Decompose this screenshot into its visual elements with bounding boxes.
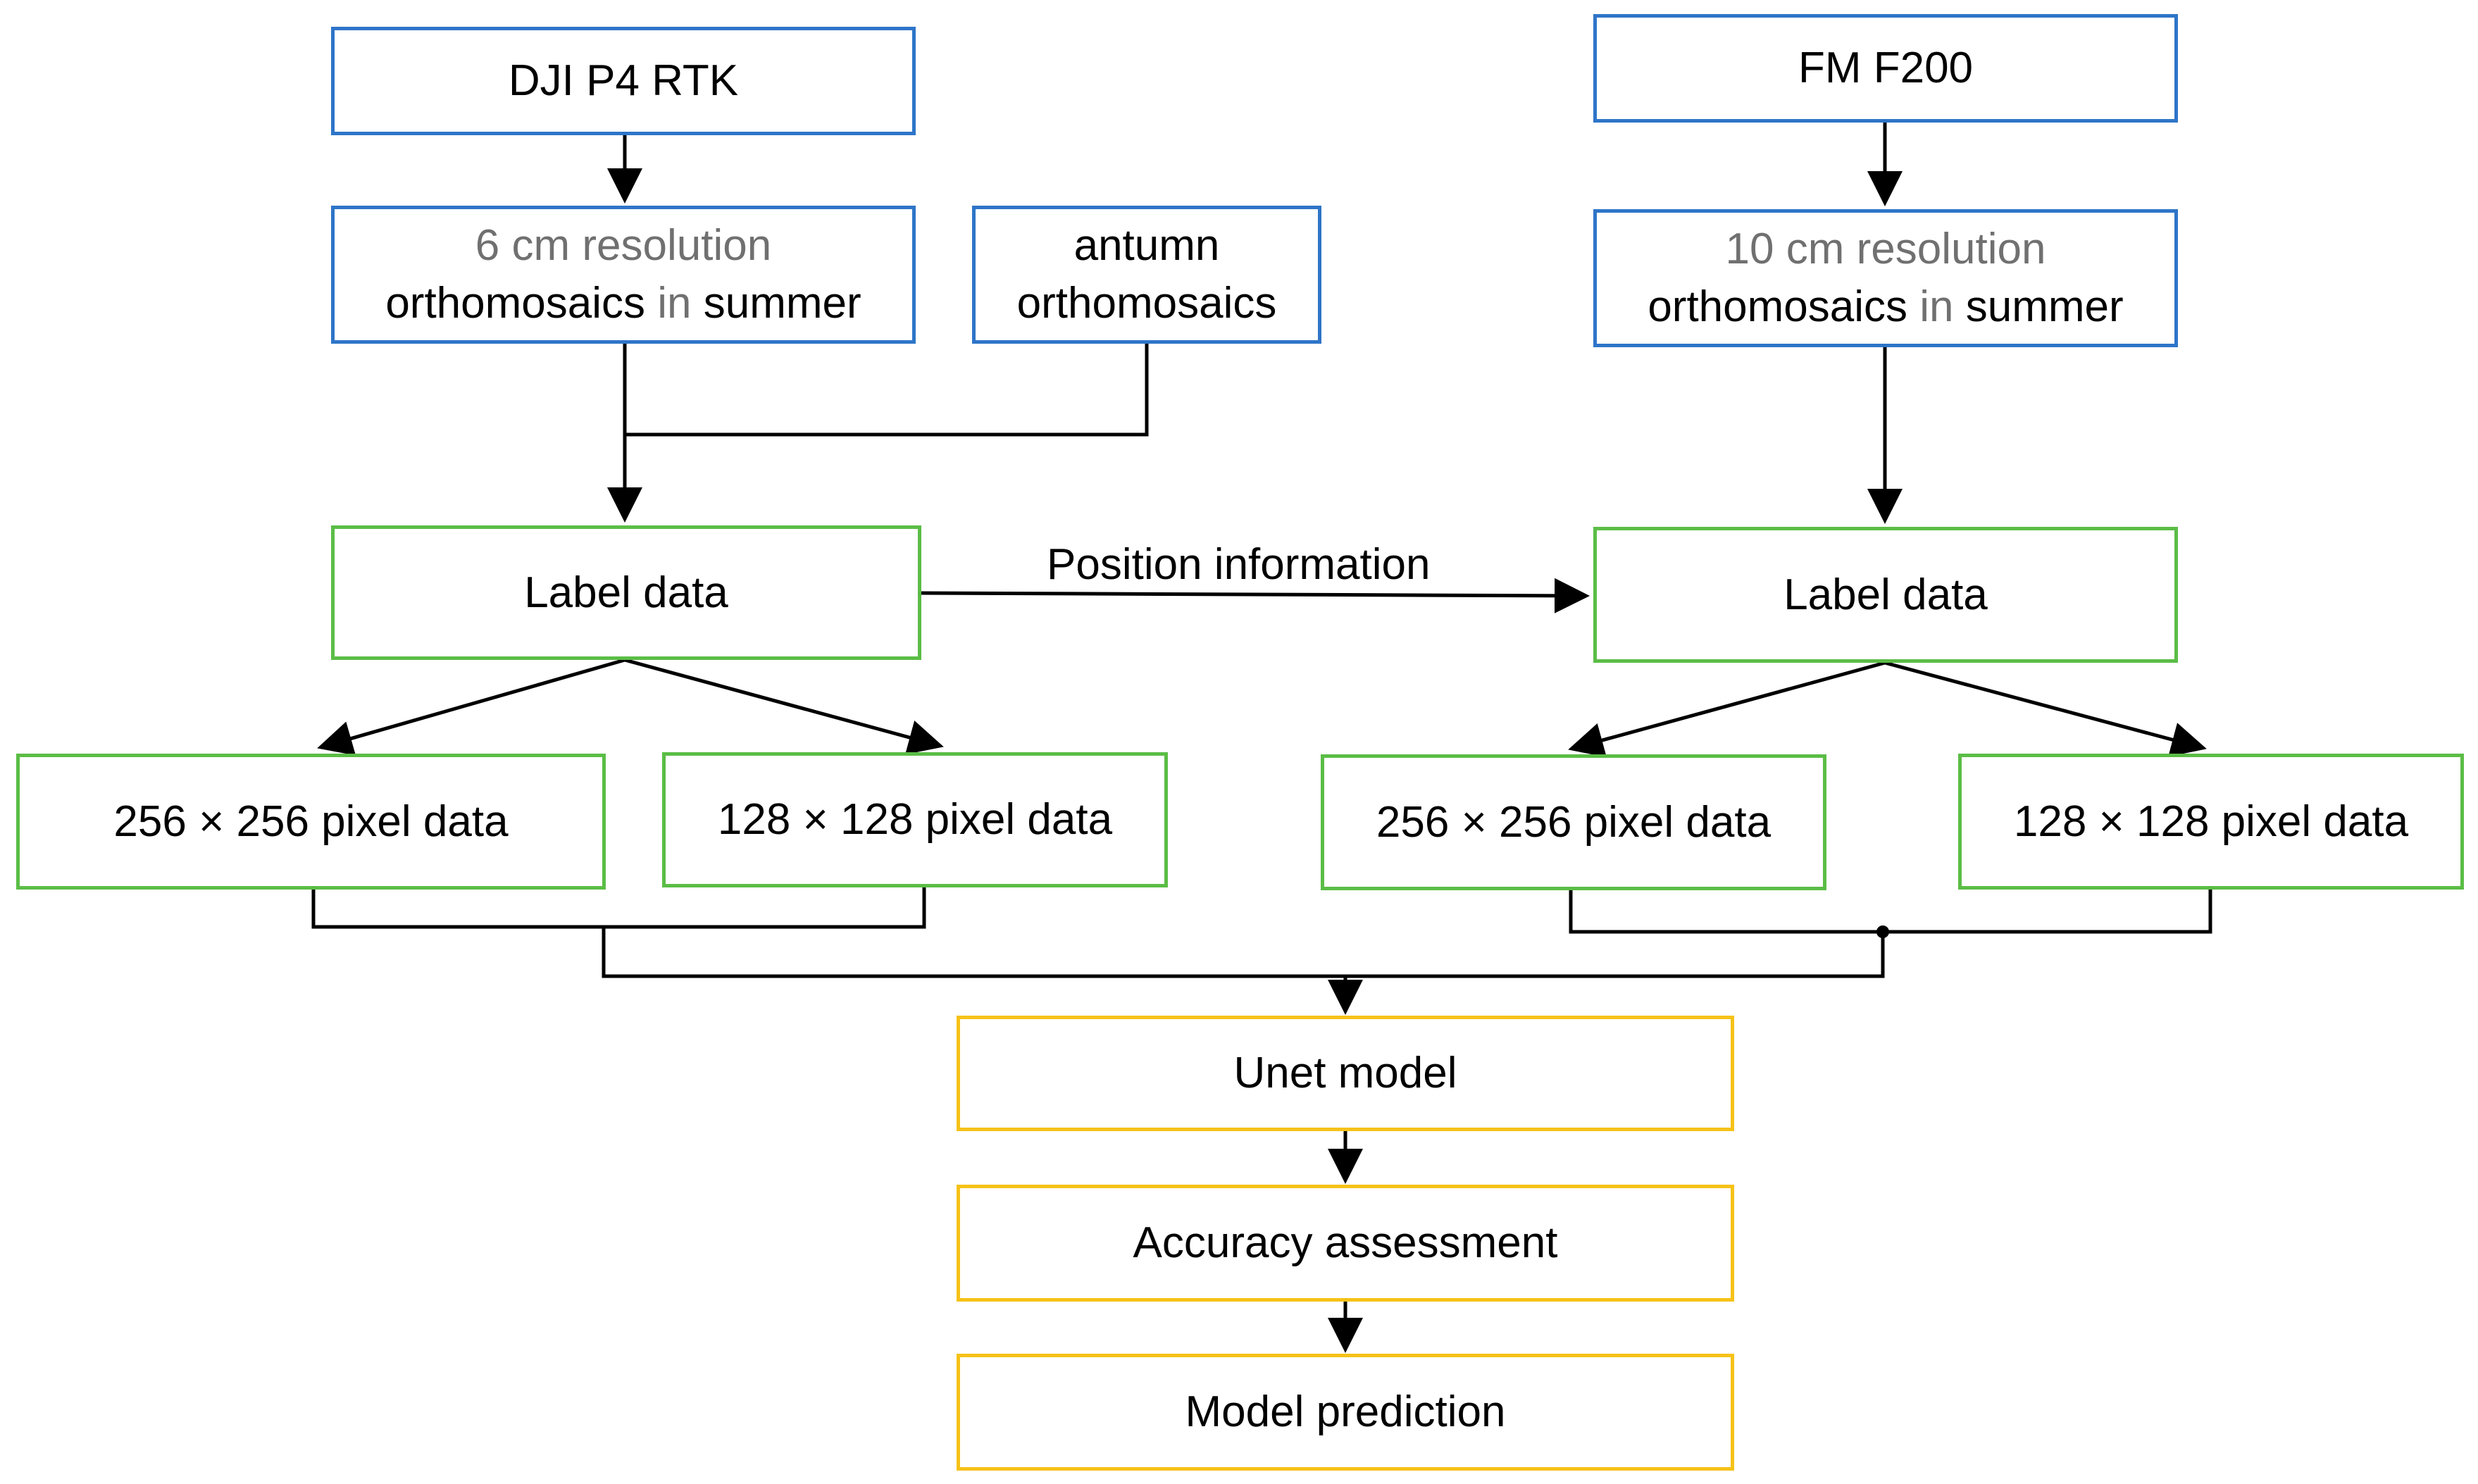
node-256-pixel-right: 256 × 256 pixel data [1321,754,1826,890]
node-6cm-resolution-word-summer: summer [703,279,861,328]
connector-left-pixel-merge [311,887,926,929]
node-label-data-left: Label data [331,525,921,660]
node-256-pixel-right-label: 256 × 256 pixel data [1376,797,1772,847]
node-6cm-resolution: 6 cm resolution orthomosaics in summer [331,206,916,344]
arrow-label-left-to-128 [624,658,944,755]
node-autumn-orthomosaics: antumn orthomosaics [972,206,1321,344]
arrow-label-right-to-256 [1568,661,1886,758]
node-autumn-line1: antumn [1073,221,1220,270]
node-10cm-resolution-line2: orthomosaics in summer [1648,278,2123,336]
node-128-pixel-right-label: 128 × 128 pixel data [2013,797,2409,846]
node-6cm-resolution-word-orthomosaics: orthomosaics [385,279,646,328]
connector-right-pixel-merge [1569,890,2212,934]
node-10cm-resolution-word-in: in [1919,282,1954,331]
node-6cm-resolution-line1: 6 cm resolution [475,221,772,270]
node-dji-p4-rtk-label: DJI P4 RTK [508,56,739,105]
arrow-position-information [921,578,1590,613]
arrow-label-left-to-256 [317,658,625,756]
node-label-data-right-label: Label data [1783,570,1988,619]
node-10cm-resolution-word-orthomosaics: orthomosaics [1648,282,1908,331]
node-model-prediction-label: Model prediction [1185,1388,1506,1436]
node-10cm-resolution-line1: 10 cm resolution [1725,225,2046,273]
node-unet-model: Unet model [957,1016,1734,1131]
node-10cm-resolution: 10 cm resolution orthomosaics in summer [1593,209,2178,347]
node-accuracy-assessment-label: Accuracy assessment [1133,1218,1558,1267]
node-128-pixel-left: 128 × 128 pixel data [662,752,1168,887]
node-fm-f200: FM F200 [1593,14,2178,123]
node-label-data-left-label: Label data [524,568,728,617]
node-dji-p4-rtk: DJI P4 RTK [331,27,916,135]
edge-label-position-information: Position information [1047,540,1431,589]
node-accuracy-assessment: Accuracy assessment [957,1185,1734,1302]
node-256-pixel-left: 256 × 256 pixel data [16,754,606,890]
node-128-pixel-right: 128 × 128 pixel data [1958,754,2464,890]
connector-combine-to-unet [602,927,1885,978]
node-fm-f200-label: FM F200 [1798,44,1974,92]
node-model-prediction: Model prediction [957,1354,1734,1471]
node-6cm-resolution-word-in: in [657,279,692,328]
node-6cm-resolution-line2: orthomosaics in summer [385,275,861,332]
node-label-data-right: Label data [1593,527,2178,663]
junction-dot [1876,925,1889,938]
node-10cm-resolution-word-summer: summer [1965,282,2124,331]
arrow-label-right-to-128 [1884,661,2207,757]
node-256-pixel-left-label: 256 × 256 pixel data [113,797,509,846]
node-autumn-line2: orthomosaics [1016,279,1277,328]
node-unet-model-label: Unet model [1233,1049,1457,1097]
connector-res6-autumn-merge [623,344,1149,437]
node-128-pixel-left-label: 128 × 128 pixel data [717,795,1113,844]
